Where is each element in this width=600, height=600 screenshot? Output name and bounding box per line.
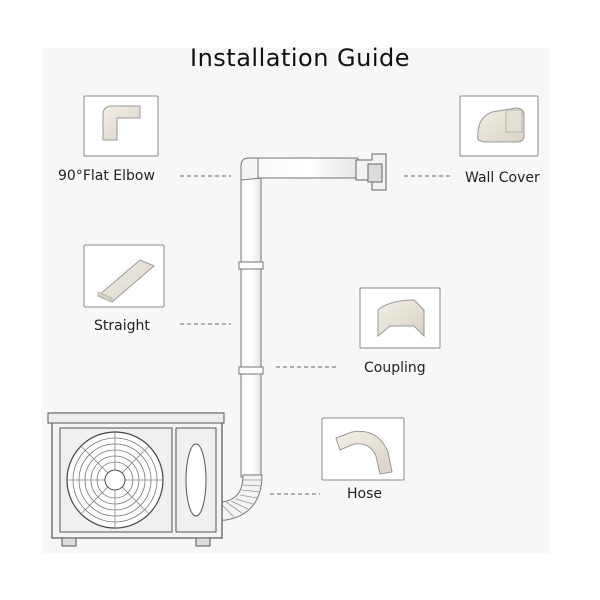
vertical-duct bbox=[240, 171, 262, 478]
part-box-coupling bbox=[359, 287, 441, 349]
hose-icon bbox=[335, 430, 393, 475]
coupling-icon bbox=[377, 299, 425, 338]
part-box-hose bbox=[321, 417, 405, 481]
label-straight: Straight bbox=[94, 318, 150, 334]
label-hose: Hose bbox=[347, 486, 382, 502]
wall-cover-icon-face bbox=[505, 109, 523, 133]
duct-system bbox=[213, 153, 387, 522]
flat-elbow-icon bbox=[102, 105, 141, 141]
fan-hub bbox=[104, 469, 126, 491]
page-title: Installation Guide bbox=[189, 44, 411, 72]
label-coupling: Coupling bbox=[364, 360, 426, 376]
ac-unit-top bbox=[47, 412, 225, 424]
label-wall-cover: Wall Cover bbox=[465, 170, 540, 186]
part-box-straight bbox=[83, 244, 165, 308]
ac-unit-foot bbox=[61, 537, 77, 547]
part-box-wallcover bbox=[459, 95, 539, 157]
duct-joint bbox=[238, 261, 264, 270]
leader-lines bbox=[180, 175, 452, 495]
straight-duct-end bbox=[97, 291, 113, 303]
label-flat-elbow: 90°Flat Elbow bbox=[58, 168, 155, 184]
part-box-elbow bbox=[83, 95, 159, 157]
outdoor-ac-unit bbox=[47, 412, 225, 547]
duct-joint bbox=[238, 366, 264, 375]
horizontal-duct bbox=[257, 157, 359, 179]
ac-unit-foot bbox=[195, 537, 211, 547]
service-panel-oval bbox=[185, 443, 207, 517]
wall-cover-face bbox=[367, 163, 383, 183]
